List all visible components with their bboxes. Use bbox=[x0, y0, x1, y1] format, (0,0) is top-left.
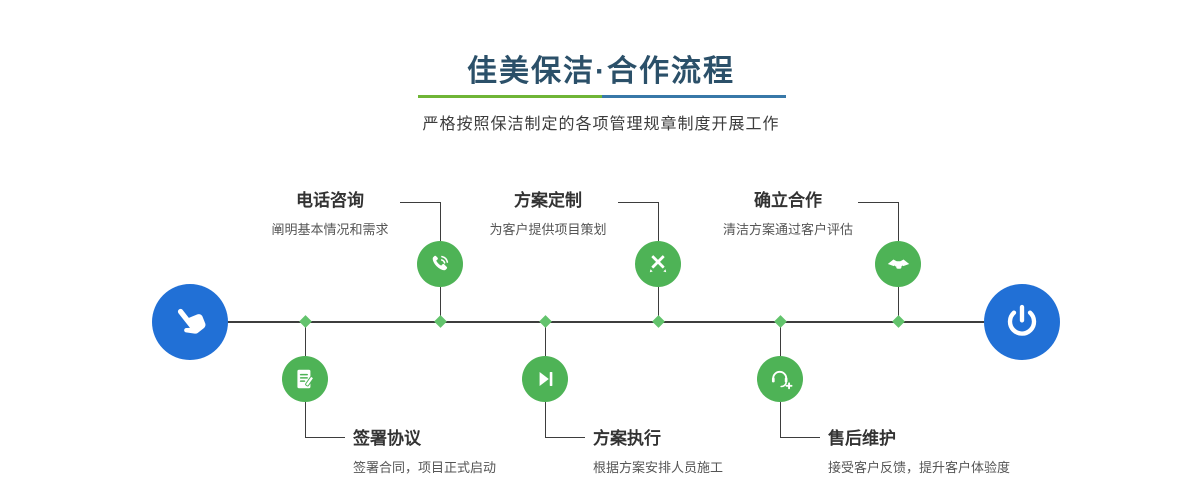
connector-line bbox=[440, 202, 441, 241]
connector-line bbox=[658, 202, 659, 241]
design-tools-icon bbox=[645, 251, 671, 277]
step-label-group: 确立合作 清洁方案通过客户评估 bbox=[688, 186, 888, 238]
step-title: 确立合作 bbox=[754, 191, 822, 210]
step-title: 售后维护 bbox=[828, 429, 896, 448]
connector-line bbox=[618, 202, 658, 203]
headset-icon bbox=[767, 366, 794, 393]
step-node-aftersales bbox=[757, 356, 803, 402]
power-icon bbox=[1002, 302, 1042, 342]
page-title: 佳美保洁·合作流程 bbox=[467, 55, 735, 88]
connector-line bbox=[545, 402, 546, 437]
connector-line bbox=[780, 437, 820, 438]
handshake-icon bbox=[885, 251, 912, 278]
connector-line bbox=[780, 323, 781, 356]
step-node-handshake bbox=[875, 241, 921, 287]
timeline-line bbox=[190, 321, 1022, 323]
step-label-group: 售后维护 接受客户反馈，提升客户体验度 bbox=[828, 424, 1010, 476]
step-title: 电话咨询 bbox=[296, 191, 364, 210]
step-desc: 根据方案安排人员施工 bbox=[593, 460, 724, 475]
connector-line bbox=[898, 202, 899, 241]
step-node-phone bbox=[417, 241, 463, 287]
step-desc: 签署合同，项目正式启动 bbox=[353, 460, 497, 475]
divider-green-segment bbox=[418, 95, 602, 98]
connector-line bbox=[400, 202, 440, 203]
timeline-diamond bbox=[299, 315, 312, 328]
timeline-diamond bbox=[774, 315, 787, 328]
connector-line bbox=[305, 437, 345, 438]
step-label-group: 签署协议 签署合同，项目正式启动 bbox=[353, 424, 496, 476]
step-node-execute bbox=[522, 356, 568, 402]
timeline-diamond bbox=[434, 315, 447, 328]
step-title: 方案执行 bbox=[593, 429, 661, 448]
title-divider bbox=[418, 95, 786, 98]
page-subtitle: 严格按照保洁制定的各项管理规章制度开展工作 bbox=[422, 116, 780, 133]
step-title: 签署协议 bbox=[353, 429, 421, 448]
step-title: 方案定制 bbox=[514, 191, 582, 210]
connector-line bbox=[305, 323, 306, 356]
step-desc: 阐明基本情况和需求 bbox=[271, 222, 389, 237]
step-node-design bbox=[635, 241, 681, 287]
step-label-group: 电话咨询 阐明基本情况和需求 bbox=[230, 186, 430, 238]
hand-pointer-icon bbox=[162, 294, 218, 350]
connector-line bbox=[305, 402, 306, 437]
timeline-diamond bbox=[892, 315, 905, 328]
contract-icon bbox=[292, 366, 318, 392]
connector-line bbox=[545, 323, 546, 356]
connector-line bbox=[858, 202, 898, 203]
step-desc: 为客户提供项目策划 bbox=[489, 222, 607, 237]
timeline-end-node bbox=[984, 284, 1060, 360]
phone-icon bbox=[427, 251, 453, 277]
step-desc: 清洁方案通过客户评估 bbox=[722, 222, 853, 237]
connector-line bbox=[658, 287, 659, 321]
divider-blue-segment bbox=[602, 95, 786, 98]
step-label-group: 方案执行 根据方案安排人员施工 bbox=[593, 424, 723, 476]
timeline-diamond bbox=[652, 315, 665, 328]
timeline-diamond bbox=[539, 315, 552, 328]
connector-line bbox=[545, 437, 585, 438]
connector-line bbox=[898, 287, 899, 321]
step-label-group: 方案定制 为客户提供项目策划 bbox=[448, 186, 648, 238]
play-icon bbox=[532, 366, 558, 392]
step-node-contract bbox=[282, 356, 328, 402]
step-desc: 接受客户反馈，提升客户体验度 bbox=[828, 460, 1011, 475]
timeline-start-node bbox=[152, 284, 228, 360]
connector-line bbox=[780, 402, 781, 437]
connector-line bbox=[440, 287, 441, 321]
